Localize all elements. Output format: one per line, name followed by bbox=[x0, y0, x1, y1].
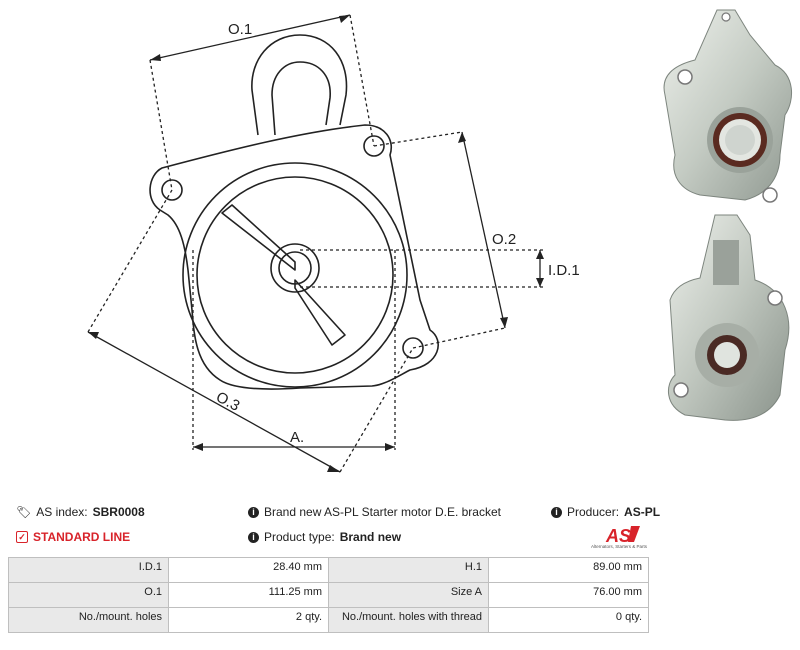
spec-value: 0 qty. bbox=[488, 607, 649, 633]
product-type: i Product type: Brand new bbox=[248, 530, 401, 544]
producer-label: Producer: bbox=[567, 505, 620, 519]
bore-outer bbox=[270, 243, 320, 293]
logo-caption: Alternators, Starters & Parts bbox=[590, 544, 648, 549]
line-badge: ✓ STANDARD LINE bbox=[16, 530, 130, 544]
product-photo-rear bbox=[667, 214, 790, 421]
inner-circle bbox=[196, 176, 394, 374]
wedge-lower bbox=[294, 279, 346, 346]
info-icon: i bbox=[248, 506, 259, 518]
label-o3: O.3 bbox=[213, 389, 242, 415]
check-square-icon: ✓ bbox=[16, 531, 28, 543]
outer-circle bbox=[182, 162, 408, 388]
producer: i Producer: AS-PL bbox=[551, 505, 660, 519]
spec-value: 76.00 mm bbox=[488, 582, 649, 608]
line-text: STANDARD LINE bbox=[33, 530, 131, 544]
info-icon: i bbox=[248, 531, 259, 543]
label-a: A. bbox=[290, 429, 304, 446]
spec-value: 111.25 mm bbox=[168, 582, 329, 608]
product-type-value: Brand new bbox=[339, 530, 402, 544]
bore-inner bbox=[278, 251, 312, 285]
top-loop-inner bbox=[271, 61, 331, 136]
spec-value: 28.40 mm bbox=[168, 557, 329, 583]
label-o2: O.2 bbox=[492, 231, 516, 248]
producer-value: AS-PL bbox=[624, 505, 661, 519]
label-o1: O.1 bbox=[228, 21, 252, 38]
label-id1: I.D.1 bbox=[548, 262, 580, 279]
bracket-outline bbox=[149, 124, 439, 390]
spec-label: No./mount. holes with thread bbox=[328, 607, 489, 633]
as-pl-logo: AS bbox=[605, 526, 640, 546]
spec-label: O.1 bbox=[8, 582, 169, 608]
as-index-value: SBR0008 bbox=[92, 505, 145, 519]
technical-drawing: O.1 O.2 I.D.1 O.3 A. bbox=[87, 14, 580, 473]
spec-label: Size A bbox=[328, 582, 489, 608]
specs-table: I.D.1 28.40 mm H.1 89.00 mm O.1 111.25 m… bbox=[8, 557, 649, 633]
info-icon: i bbox=[551, 506, 562, 518]
wedge bbox=[221, 204, 296, 271]
table-row: I.D.1 28.40 mm H.1 89.00 mm bbox=[8, 557, 649, 583]
product-photo-front bbox=[663, 9, 793, 203]
tag-icon: 🏷 bbox=[16, 505, 32, 519]
spec-label: H.1 bbox=[328, 557, 489, 583]
spec-value: 2 qty. bbox=[168, 607, 329, 633]
spec-label: I.D.1 bbox=[8, 557, 169, 583]
as-index-label: AS index: bbox=[36, 505, 88, 519]
spec-label: No./mount. holes bbox=[8, 607, 169, 633]
description: i Brand new AS-PL Starter motor D.E. bra… bbox=[248, 505, 501, 519]
table-row: O.1 111.25 mm Size A 76.00 mm bbox=[8, 582, 649, 608]
spec-value: 89.00 mm bbox=[488, 557, 649, 583]
table-row: No./mount. holes 2 qty. No./mount. holes… bbox=[8, 607, 649, 633]
mount-hole-left bbox=[161, 179, 183, 201]
as-index: 🏷 AS index: SBR0008 bbox=[16, 505, 145, 519]
mount-hole-right bbox=[402, 337, 424, 359]
mount-hole-top bbox=[363, 135, 385, 157]
description-text: Brand new AS-PL Starter motor D.E. brack… bbox=[264, 505, 501, 519]
top-loop bbox=[251, 34, 348, 136]
logo-text: AS bbox=[605, 526, 631, 546]
product-type-label: Product type: bbox=[264, 530, 335, 544]
